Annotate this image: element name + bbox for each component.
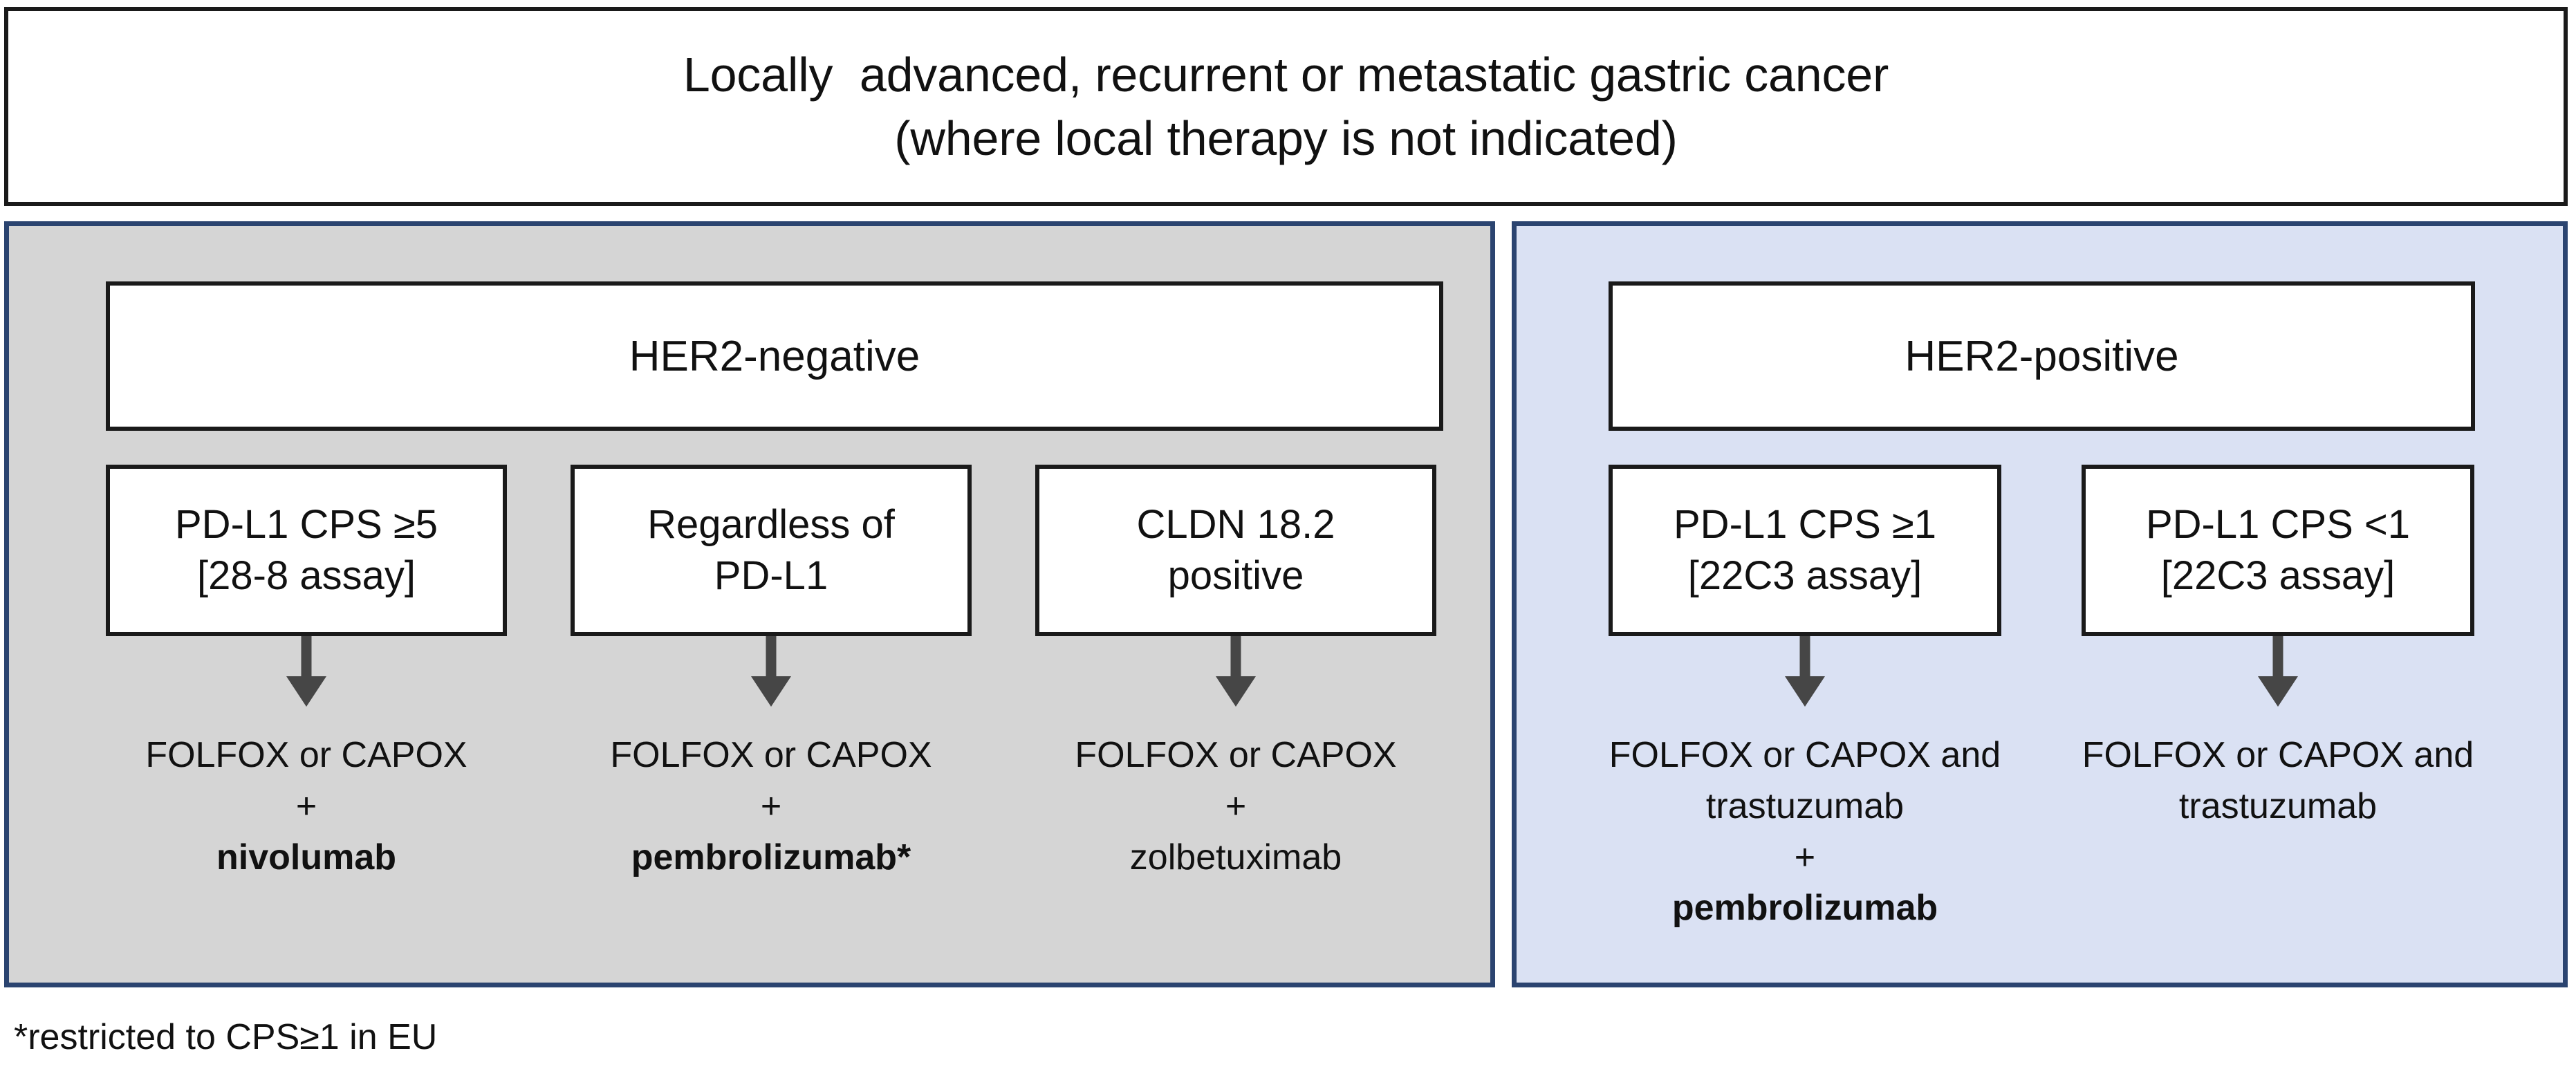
column-pdl1-cps-ge1: PD-L1 CPS ≥1 [22C3 assay] FOLFOX or CAPO…: [1609, 465, 2001, 934]
treatment-line: FOLFOX or CAPOX and: [2082, 735, 2474, 775]
diagnosis-header-box: Locally advanced, recurrent or metastati…: [4, 7, 2568, 206]
treatment-block-pdl1-cps-lt1: FOLFOX or CAPOX and trastuzumab: [2082, 730, 2474, 833]
criteria-line: PD-L1: [714, 553, 828, 598]
down-arrow-icon: [286, 636, 326, 707]
panel-her2-positive: HER2-positive PD-L1 CPS ≥1 [22C3 assay] …: [1512, 221, 2568, 987]
treatment-line: FOLFOX or CAPOX: [610, 735, 932, 775]
criteria-box-pdl1-cps-ge1: PD-L1 CPS ≥1 [22C3 assay]: [1609, 465, 2001, 636]
criteria-line: [28-8 assay]: [197, 553, 416, 598]
criteria-line: PD-L1 CPS ≥5: [175, 501, 438, 547]
column-regardless-pdl1: Regardless of PD-L1 FOLFOX or CAPOX + pe…: [571, 465, 972, 883]
treatment-block-cldn-18-2: FOLFOX or CAPOX + zolbetuximab: [1075, 730, 1396, 883]
group-header-her2-positive: HER2-positive: [1609, 281, 2475, 431]
down-arrow-icon: [2258, 636, 2298, 707]
down-arrow-icon: [1785, 636, 1825, 707]
treatment-block-pdl1-cps-5: FOLFOX or CAPOX + nivolumab: [145, 730, 467, 883]
treatment-plus-sign: +: [1794, 837, 1816, 877]
treatment-line: FOLFOX or CAPOX and: [1609, 735, 2001, 775]
treatment-line: FOLFOX or CAPOX: [145, 735, 467, 775]
down-arrow-icon: [751, 636, 791, 707]
criteria-box-cldn-18-2: CLDN 18.2 positive: [1035, 465, 1436, 636]
criteria-line: [22C3 assay]: [1687, 553, 1922, 598]
down-arrow-icon: [1216, 636, 1256, 707]
criteria-box-regardless-pdl1: Regardless of PD-L1: [571, 465, 972, 636]
criteria-line: PD-L1 CPS <1: [2145, 501, 2410, 547]
criteria-box-pdl1-cps-lt1: PD-L1 CPS <1 [22C3 assay]: [2082, 465, 2474, 636]
treatment-block-pdl1-cps-ge1: FOLFOX or CAPOX and trastuzumab + pembro…: [1609, 730, 2001, 934]
treatment-drug-name: pembrolizumab*: [631, 837, 911, 877]
group-header-label: HER2-negative: [629, 332, 920, 380]
criteria-box-pdl1-cps-5: PD-L1 CPS ≥5 [28-8 assay]: [106, 465, 507, 636]
treatment-block-regardless-pdl1: FOLFOX or CAPOX + pembrolizumab*: [610, 730, 932, 883]
diagnosis-title-line-2: (where local therapy is not indicated): [894, 111, 1678, 165]
group-header-label: HER2-positive: [1905, 332, 2179, 380]
treatment-plus-sign: +: [760, 786, 782, 826]
column-cldn-18-2: CLDN 18.2 positive FOLFOX or CAPOX + zol…: [1035, 465, 1436, 883]
diagnosis-title-line-1: Locally advanced, recurrent or metastati…: [683, 47, 1889, 102]
panel-her2-negative: HER2-negative PD-L1 CPS ≥5 [28-8 assay] …: [4, 221, 1495, 987]
footnote: *restricted to CPS≥1 in EU: [14, 1017, 438, 1057]
treatment-line: trastuzumab: [2178, 786, 2378, 826]
criteria-line: [22C3 assay]: [2160, 553, 2396, 598]
treatment-plus-sign: +: [295, 786, 317, 826]
criteria-line: CLDN 18.2: [1136, 501, 1335, 547]
criteria-line: positive: [1167, 553, 1304, 598]
treatment-drug-name: pembrolizumab: [1671, 888, 1938, 929]
column-pdl1-cps-lt1: PD-L1 CPS <1 [22C3 assay] FOLFOX or CAPO…: [2082, 465, 2474, 833]
group-header-her2-negative: HER2-negative: [106, 281, 1443, 431]
treatment-drug-name: zolbetuximab: [1129, 837, 1342, 877]
criteria-line: PD-L1 CPS ≥1: [1674, 501, 1936, 547]
treatment-plus-sign: +: [1225, 786, 1247, 826]
criteria-line: Regardless of: [647, 501, 895, 547]
column-pdl1-cps-5: PD-L1 CPS ≥5 [28-8 assay] FOLFOX or CAPO…: [106, 465, 507, 883]
treatment-line: trastuzumab: [1705, 786, 1905, 826]
treatment-line: FOLFOX or CAPOX: [1075, 735, 1397, 775]
treatment-drug-name: nivolumab: [216, 837, 397, 877]
